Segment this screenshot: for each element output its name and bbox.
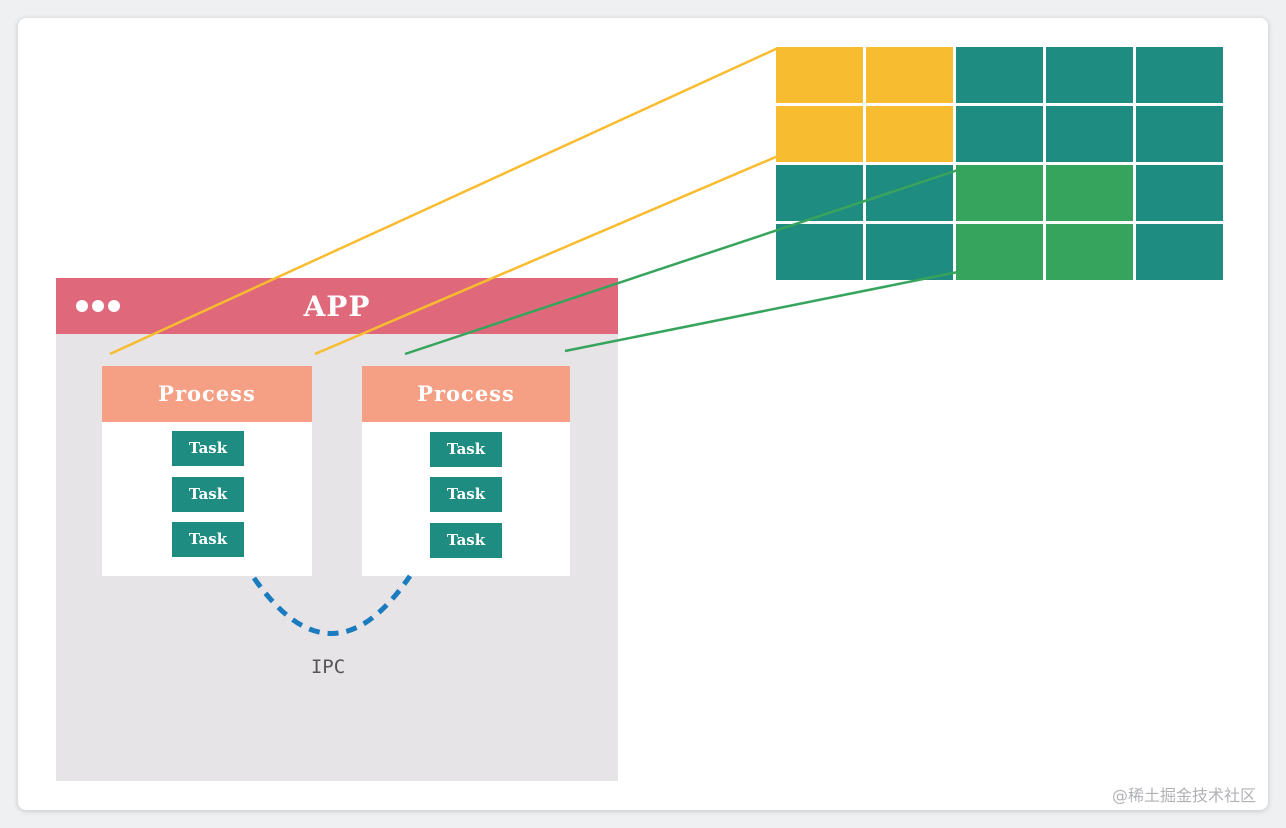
grid-cell-teal [956, 106, 1043, 162]
process-box-1: Process Task Task Task [102, 366, 312, 576]
ipc-arc [251, 574, 413, 636]
task-item: Task [430, 477, 502, 512]
grid-cell-green [1046, 165, 1133, 221]
grid-cell-green [1046, 224, 1133, 280]
task-item: Task [430, 432, 502, 467]
grid-cell-green [956, 165, 1043, 221]
grid-cell-teal [1046, 47, 1133, 103]
grid-cell-yellow [866, 106, 953, 162]
window-dot-icon [108, 300, 120, 312]
window-dot-icon [92, 300, 104, 312]
grid-cell-teal [866, 224, 953, 280]
yellow-connector-line [314, 154, 779, 356]
green-connector-line [404, 168, 959, 356]
task-item: Task [172, 431, 244, 466]
grid-cell-teal [776, 165, 863, 221]
task-item: Task [172, 522, 244, 557]
app-window: APP Process Task Task Task Process Task … [56, 278, 618, 781]
task-item: Task [172, 477, 244, 512]
grid-cell-teal [1136, 224, 1223, 280]
app-title: APP [303, 290, 371, 323]
ipc-label: IPC [310, 656, 346, 678]
grid-cell-green [956, 224, 1043, 280]
grid-cell-yellow [776, 47, 863, 103]
grid-cell-teal [776, 224, 863, 280]
thread-grid [776, 47, 1223, 280]
connector-lines [109, 46, 959, 356]
grid-cell-teal [866, 165, 953, 221]
grid-cell-teal [1136, 106, 1223, 162]
process-label: Process [102, 366, 312, 422]
watermark: @稀土掘金技术社区 [1111, 786, 1256, 805]
app-titlebar: APP [56, 278, 618, 334]
yellow-connector-line [109, 46, 779, 356]
process-label: Process [362, 366, 570, 422]
grid-cell-teal [1046, 106, 1133, 162]
grid-cell-teal [956, 47, 1043, 103]
grid-cell-teal [1136, 47, 1223, 103]
task-item: Task [430, 523, 502, 558]
green-connector-line [564, 270, 959, 353]
process-box-2: Process Task Task Task [362, 366, 570, 576]
grid-cell-yellow [776, 106, 863, 162]
grid-cell-yellow [866, 47, 953, 103]
grid-cell-teal [1136, 165, 1223, 221]
window-dot-icon [76, 300, 88, 312]
